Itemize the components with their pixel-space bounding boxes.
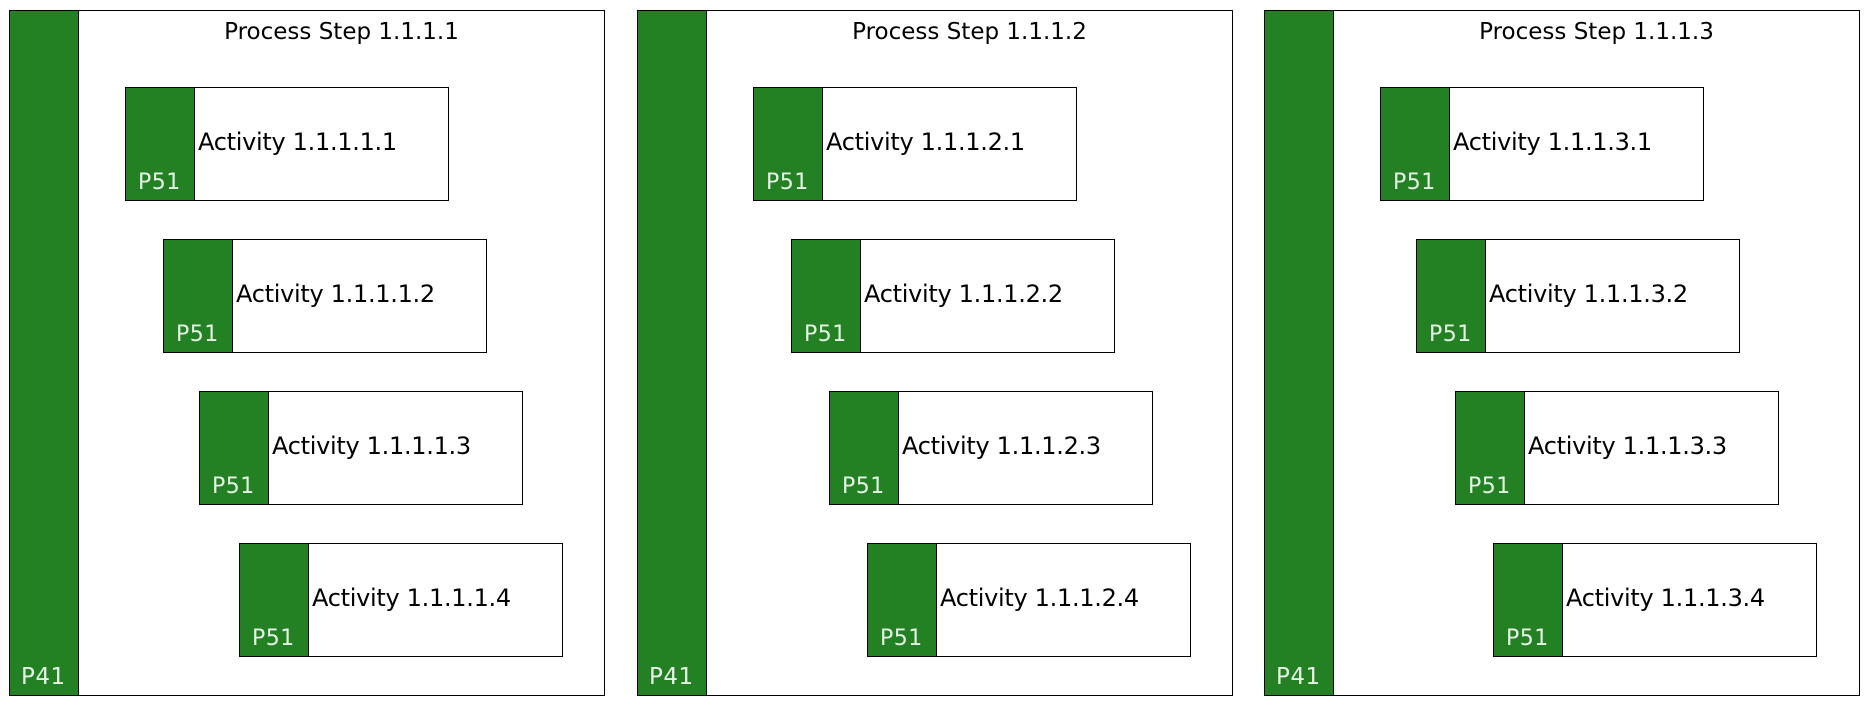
activity-code: P51 [212, 474, 255, 499]
activity-box[interactable]: P51 Activity 1.1.1.2.1 [753, 87, 1077, 201]
activity-box[interactable]: P51 Activity 1.1.1.2.4 [867, 543, 1191, 657]
activity-code: P51 [252, 626, 295, 651]
activity-bar: P51 [792, 240, 861, 352]
activity-bar: P51 [754, 88, 823, 200]
activity-label: Activity 1.1.1.3.4 [1566, 584, 1765, 612]
activity-label: Activity 1.1.1.3.2 [1489, 280, 1688, 308]
process-step-title: Process Step 1.1.1.2 [852, 19, 1087, 45]
activity-box[interactable]: P51 Activity 1.1.1.2.3 [829, 391, 1153, 505]
activity-code: P51 [1429, 322, 1472, 347]
activity-box[interactable]: P51 Activity 1.1.1.2.2 [791, 239, 1115, 353]
activity-code: P51 [138, 170, 181, 195]
activity-box[interactable]: P51 Activity 1.1.1.1.2 [163, 239, 487, 353]
process-step-title: Process Step 1.1.1.1 [224, 19, 459, 45]
activity-code: P51 [842, 474, 885, 499]
process-step-bar: P41 [638, 11, 707, 695]
activity-bar: P51 [830, 392, 899, 504]
activity-label: Activity 1.1.1.2.3 [902, 432, 1101, 460]
process-step-bar: P41 [1265, 11, 1334, 695]
activity-bar: P51 [200, 392, 269, 504]
activity-label: Activity 1.1.1.2.2 [864, 280, 1063, 308]
activity-label: Activity 1.1.1.2.4 [940, 584, 1139, 612]
activity-label: Activity 1.1.1.1.1 [198, 128, 397, 156]
activity-code: P51 [766, 170, 809, 195]
activity-code: P51 [1393, 170, 1436, 195]
activity-code: P51 [880, 626, 923, 651]
activity-bar: P51 [126, 88, 195, 200]
activity-box[interactable]: P51 Activity 1.1.1.3.1 [1380, 87, 1704, 201]
activity-bar: P51 [164, 240, 233, 352]
process-step-code: P41 [1276, 664, 1321, 690]
activity-label: Activity 1.1.1.2.1 [826, 128, 1025, 156]
activity-label: Activity 1.1.1.1.3 [272, 432, 471, 460]
activity-box[interactable]: P51 Activity 1.1.1.1.3 [199, 391, 523, 505]
activity-box[interactable]: P51 Activity 1.1.1.3.2 [1416, 239, 1740, 353]
activity-bar: P51 [1381, 88, 1450, 200]
activity-box[interactable]: P51 Activity 1.1.1.1.4 [239, 543, 563, 657]
activity-bar: P51 [1456, 392, 1525, 504]
process-step-bar: P41 [10, 11, 79, 695]
activity-code: P51 [804, 322, 847, 347]
process-step-1[interactable]: P41 Process Step 1.1.1.1 P51 Activity 1.… [9, 10, 605, 696]
activity-bar: P51 [240, 544, 309, 656]
activity-bar: P51 [868, 544, 937, 656]
activity-box[interactable]: P51 Activity 1.1.1.3.3 [1455, 391, 1779, 505]
activity-code: P51 [1506, 626, 1549, 651]
activity-label: Activity 1.1.1.1.4 [312, 584, 511, 612]
activity-box[interactable]: P51 Activity 1.1.1.3.4 [1493, 543, 1817, 657]
process-step-2[interactable]: P41 Process Step 1.1.1.2 P51 Activity 1.… [637, 10, 1233, 696]
process-step-code: P41 [649, 664, 694, 690]
activity-bar: P51 [1417, 240, 1486, 352]
process-step-title: Process Step 1.1.1.3 [1479, 19, 1714, 45]
process-step-code: P41 [21, 664, 66, 690]
activity-bar: P51 [1494, 544, 1563, 656]
activity-box[interactable]: P51 Activity 1.1.1.1.1 [125, 87, 449, 201]
activity-label: Activity 1.1.1.3.1 [1453, 128, 1652, 156]
activity-label: Activity 1.1.1.3.3 [1528, 432, 1727, 460]
activity-code: P51 [1468, 474, 1511, 499]
activity-code: P51 [176, 322, 219, 347]
activity-label: Activity 1.1.1.1.2 [236, 280, 435, 308]
process-step-3[interactable]: P41 Process Step 1.1.1.3 P51 Activity 1.… [1264, 10, 1860, 696]
